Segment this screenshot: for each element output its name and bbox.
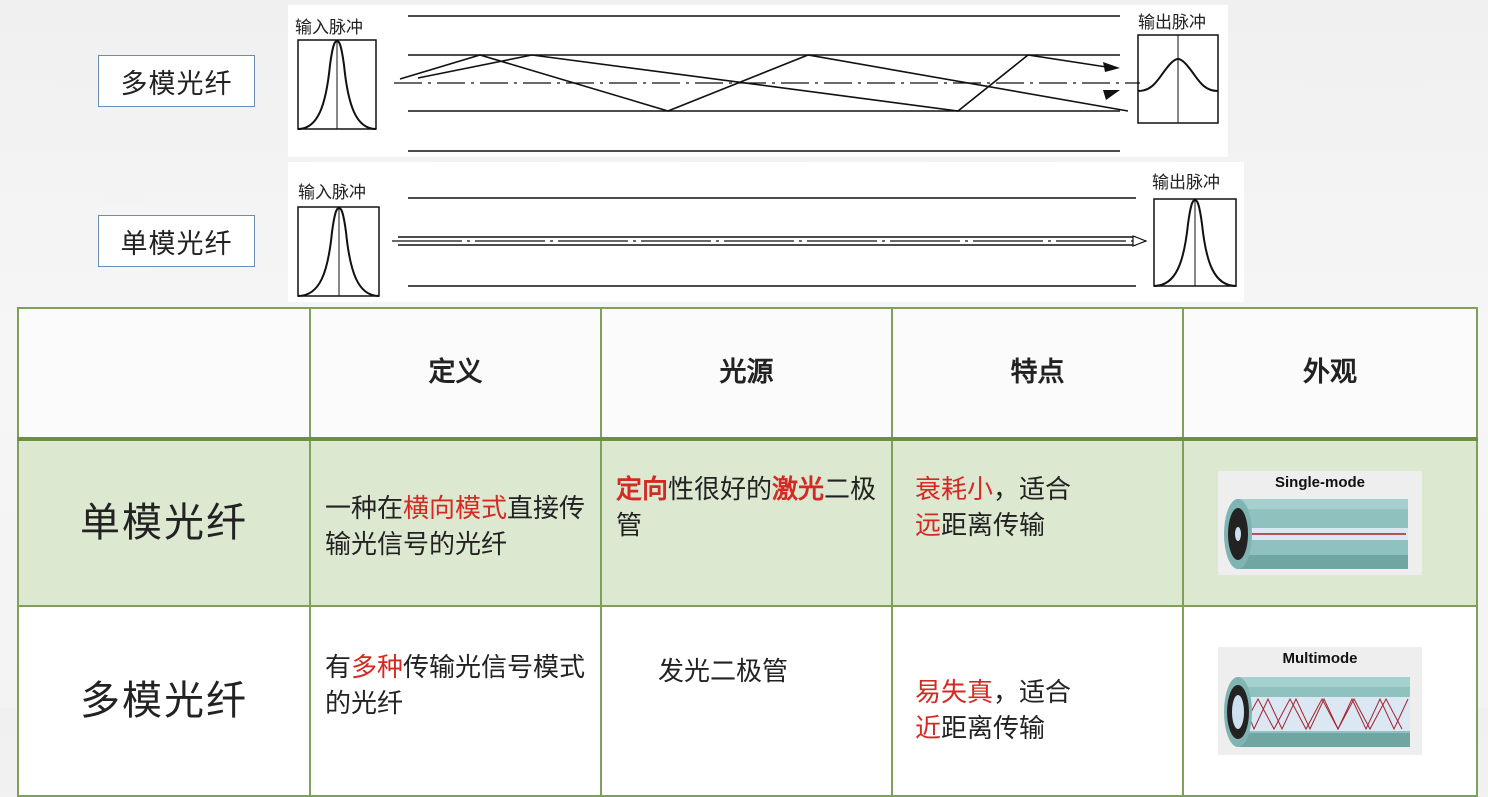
- singlemode-light-source: 定向性很好的激光二极管: [600, 438, 893, 607]
- header-features: 特点: [891, 307, 1184, 441]
- emphasis-text: 易失真: [915, 678, 994, 708]
- row-name-multimode: 多模光纤: [17, 605, 311, 797]
- emphasis-text: 近: [915, 714, 942, 744]
- header-empty: [17, 307, 311, 441]
- header-definition: 定义: [309, 307, 602, 441]
- multimode-definition: 有多种传输光信号模式的光纤: [309, 605, 602, 797]
- emphasis-text: 多种: [351, 653, 404, 683]
- singlemode-fiber-icon: [1224, 499, 1408, 569]
- sm-input-pulse-label: 输入脉冲: [298, 183, 366, 203]
- multimode-appearance: Multimode: [1182, 605, 1478, 797]
- multimode-fiber-icon: [1224, 677, 1410, 747]
- multimode-features: 易失真，适合近距离传输: [891, 605, 1184, 797]
- multimode-image-label: Multimode: [1282, 650, 1358, 667]
- sm-output-pulse-label: 输出脉冲: [1152, 173, 1220, 193]
- table-row-multimode: 多模光纤 有多种传输光信号模式的光纤 发光二极管 易失真，适合近距离传输 Mul…: [17, 605, 1478, 797]
- singlemode-ray-diagram: [297, 197, 1237, 297]
- multimode-label: 多模光纤: [120, 68, 233, 100]
- singlemode-features: 衰耗小，适合远距离传输: [891, 438, 1184, 607]
- singlemode-image-label: Single-mode: [1274, 474, 1365, 491]
- multimode-light-source: 发光二极管: [600, 605, 893, 797]
- fiber-comparison-table: 定义 光源 特点 外观 单模光纤 一种在横向模式直接传输光信号的光纤 定向性很好…: [17, 307, 1478, 797]
- singlemode-label-box: 单模光纤: [98, 215, 255, 267]
- emphasis-text: 激光: [772, 475, 825, 505]
- emphasis-text: 横向模式: [403, 494, 508, 524]
- singlemode-fiber-image: Single-mode: [1218, 471, 1422, 575]
- mm-output-pulse-label: 输出脉冲: [1138, 13, 1206, 33]
- emphasis-text: 定向: [616, 475, 669, 505]
- mm-input-pulse-label: 输入脉冲: [295, 18, 363, 38]
- singlemode-appearance: Single-mode: [1182, 438, 1478, 607]
- emphasis-text: 远: [915, 511, 942, 541]
- table-header-row: 定义 光源 特点 外观: [17, 307, 1478, 441]
- multimode-diagram: 输入脉冲 输出脉冲: [288, 5, 1228, 157]
- singlemode-definition: 一种在横向模式直接传输光信号的光纤: [309, 438, 602, 607]
- multimode-ray-diagram: [297, 15, 1219, 152]
- multimode-fiber-image: Multimode: [1218, 647, 1422, 755]
- singlemode-label: 单模光纤: [120, 228, 233, 260]
- emphasis-text: 衰耗小: [915, 475, 994, 505]
- header-light-source: 光源: [600, 307, 893, 441]
- table-row-singlemode: 单模光纤 一种在横向模式直接传输光信号的光纤 定向性很好的激光二极管 衰耗小，适…: [17, 438, 1478, 607]
- multimode-label-box: 多模光纤: [98, 55, 255, 107]
- header-appearance: 外观: [1182, 307, 1478, 441]
- row-name-singlemode: 单模光纤: [17, 438, 311, 607]
- singlemode-diagram: 输入脉冲 输出脉冲: [288, 162, 1244, 302]
